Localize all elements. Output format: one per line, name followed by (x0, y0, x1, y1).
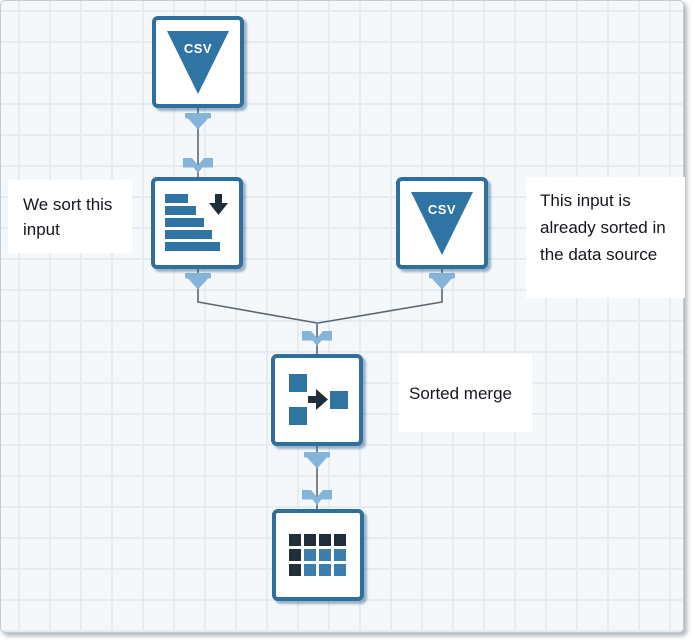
annotation-presorted-input[interactable]: This input is already sorted in the data… (526, 177, 685, 298)
sort-descending-arrow-icon (209, 194, 228, 215)
table-grid-icon (289, 533, 346, 576)
input-port-marker[interactable] (302, 490, 332, 505)
flow-canvas: CSV CSV (0, 0, 685, 633)
sort-bars-icon (165, 194, 228, 251)
csv-funnel-icon: CSV (411, 192, 473, 255)
node-merge[interactable] (271, 354, 363, 446)
input-port-marker[interactable] (183, 158, 213, 173)
annotation-text: We sort this input (23, 195, 113, 239)
node-sort[interactable] (151, 177, 243, 269)
output-port-marker[interactable] (304, 452, 330, 469)
connector-csvright-to-merge[interactable] (317, 268, 443, 324)
output-port-marker[interactable] (185, 273, 211, 290)
annotation-text: This input is already sorted in the data… (540, 191, 666, 264)
node-csv-input-right[interactable]: CSV (396, 177, 488, 269)
output-port-marker[interactable] (185, 113, 211, 130)
output-port-marker[interactable] (429, 273, 455, 290)
annotation-sort-input[interactable]: We sort this input (8, 180, 132, 253)
connector-layer (183, 107, 455, 510)
annotation-text: Sorted merge (409, 383, 512, 403)
csv-badge: CSV (184, 41, 212, 56)
csv-badge: CSV (428, 202, 456, 217)
csv-funnel-icon: CSV (167, 31, 229, 94)
node-csv-input-top[interactable]: CSV (152, 16, 244, 108)
node-table-output[interactable] (272, 509, 364, 601)
connector-sort-to-merge[interactable] (197, 268, 318, 355)
merge-arrow-icon (289, 374, 348, 425)
annotation-sorted-merge[interactable]: Sorted merge (399, 354, 532, 432)
input-port-marker[interactable] (302, 331, 332, 346)
